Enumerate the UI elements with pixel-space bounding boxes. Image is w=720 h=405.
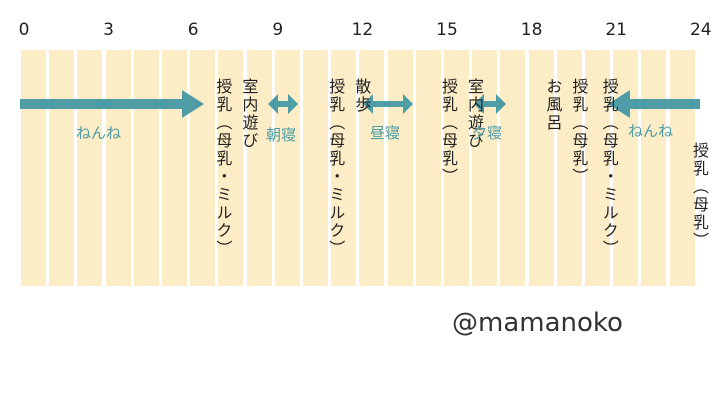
activity-text: 授乳（母乳・ミルク）	[326, 78, 346, 258]
hour-column	[472, 50, 498, 286]
sleep-arrow-head	[288, 94, 298, 114]
hour-column	[387, 50, 413, 286]
hour-column	[641, 50, 667, 286]
hour-column	[556, 50, 582, 286]
hour-column	[162, 50, 187, 286]
hour-column	[246, 50, 272, 286]
hour-label: 18	[520, 20, 543, 40]
sleep-label: 朝寝	[266, 126, 297, 144]
sleep-arrow-head	[403, 94, 413, 114]
hour-label: 9	[272, 20, 284, 40]
sleep-arrow-head	[363, 94, 373, 114]
activity-text: 授乳（母乳）	[439, 78, 458, 186]
sleep-arrow-shaft	[277, 101, 289, 107]
hour-label: 3	[103, 20, 114, 40]
credit-handle: @mamanoko	[452, 308, 623, 338]
hour-column	[77, 50, 103, 286]
hour-column	[528, 50, 554, 286]
hour-column	[105, 50, 131, 286]
hour-label: 6	[187, 20, 199, 40]
hour-column	[21, 50, 46, 286]
sleep-label: ねんね	[628, 122, 674, 140]
activity-text: 室内遊び	[465, 78, 484, 150]
sleep-arrow-head	[474, 94, 484, 114]
hour-column	[444, 50, 469, 286]
sleep-label: ねんね	[76, 124, 122, 142]
hour-column	[274, 50, 300, 286]
hour-column	[415, 50, 441, 286]
hour-label: 12	[351, 20, 374, 40]
hour-column	[585, 50, 610, 286]
hour-column	[331, 50, 357, 286]
hour-column	[359, 50, 385, 286]
activity-text: 授乳（母乳・ミルク）	[213, 78, 233, 258]
activity-text: お風呂	[543, 78, 563, 132]
sleep-arrow-head	[182, 90, 204, 118]
hour-column	[218, 50, 244, 286]
sleep-arrow-head	[496, 94, 506, 114]
activity-text: 授乳（母乳）	[569, 78, 589, 186]
activity-text: 授乳（母乳）	[690, 142, 709, 250]
hour-column	[133, 50, 159, 286]
sleep-arrow-shaft	[372, 101, 404, 107]
hour-column	[669, 50, 695, 286]
hour-column	[303, 50, 328, 286]
sleep-arrow-shaft	[628, 99, 700, 109]
hour-column	[190, 50, 216, 286]
hour-column	[500, 50, 526, 286]
hour-label: 15	[436, 20, 458, 40]
sleep-label: 夕寝	[472, 124, 503, 142]
sleep-label: 昼寝	[370, 124, 401, 142]
sleep-arrow-shaft	[20, 99, 184, 109]
activity-text: 授乳（母乳・ミルク）	[599, 78, 619, 258]
activity-text: 室内遊び	[239, 78, 259, 150]
hour-column	[49, 50, 75, 286]
activity-text: 散歩	[352, 78, 372, 114]
hour-column	[613, 50, 639, 286]
sleep-arrow-shaft	[483, 101, 497, 107]
hour-label: 21	[605, 20, 627, 40]
hour-label: 24	[689, 20, 712, 40]
sleep-arrow-head	[608, 90, 630, 118]
sleep-arrow-head	[268, 94, 278, 114]
hour-label: 0	[18, 20, 30, 40]
